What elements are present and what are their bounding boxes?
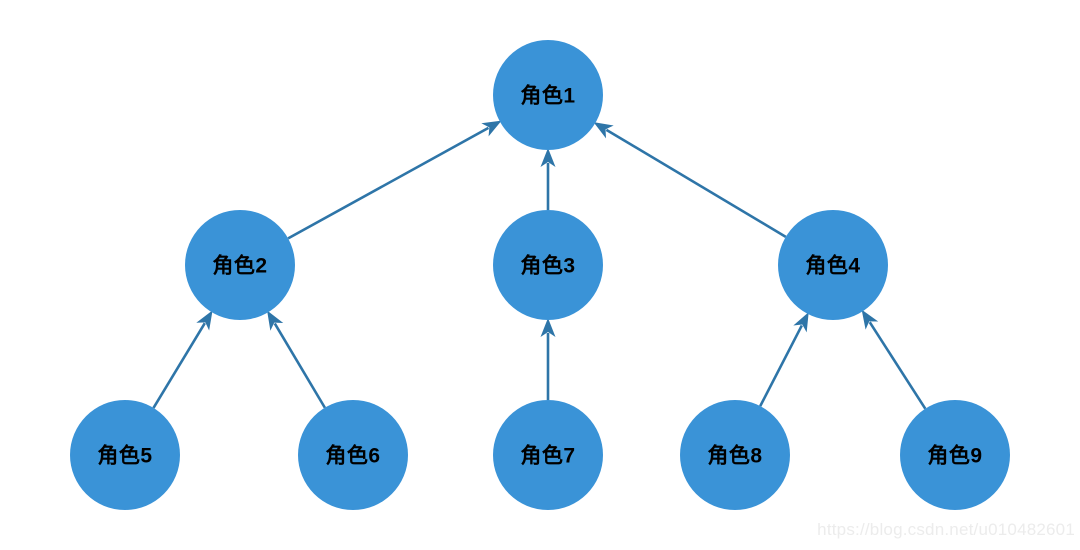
node-circle[interactable] [493, 40, 603, 150]
arrow-head-icon [861, 309, 879, 330]
node-label: 角色8 [707, 444, 762, 468]
node-circle[interactable] [900, 400, 1010, 510]
node-circle[interactable] [70, 400, 180, 510]
node-label: 角色2 [212, 254, 267, 278]
edges-layer [152, 120, 927, 410]
edge-n7-to-n3 [540, 318, 556, 400]
node-label: 角色4 [805, 254, 860, 278]
node-label: 角色9 [927, 444, 982, 468]
node-circle[interactable] [493, 210, 603, 320]
edge-n2-to-n1 [287, 120, 502, 240]
node-circle[interactable] [185, 210, 295, 320]
node-label: 角色6 [325, 444, 380, 468]
node-n9[interactable]: 角色9 [900, 400, 1010, 510]
node-label: 角色7 [520, 444, 575, 468]
edge-n5-to-n2 [152, 310, 213, 409]
watermark-label: https://blog.csdn.net/u010482601 [817, 520, 1075, 539]
edge-n3-to-n1 [540, 148, 556, 210]
node-circle[interactable] [680, 400, 790, 510]
node-n1[interactable]: 角色1 [493, 40, 603, 150]
node-label: 角色5 [97, 444, 152, 468]
edge-n9-to-n4 [861, 309, 927, 410]
arrow-head-icon [267, 310, 284, 331]
edge-n4-to-n1 [593, 122, 787, 238]
arrow-head-icon [540, 318, 556, 337]
arrow-head-icon [481, 120, 502, 137]
node-circle[interactable] [298, 400, 408, 510]
node-circle[interactable] [778, 210, 888, 320]
node-circle[interactable] [493, 400, 603, 510]
node-n3[interactable]: 角色3 [493, 210, 603, 320]
node-n2[interactable]: 角色2 [185, 210, 295, 320]
nodes-layer: 角色1 角色2 角色3 角色4 角色5 角色6 角色7 角色8 角色9 [70, 40, 1010, 510]
arrow-head-icon [196, 310, 213, 331]
arrow-head-icon [793, 312, 809, 333]
arrow-head-icon [593, 122, 614, 139]
node-n4[interactable]: 角色4 [778, 210, 888, 320]
arrow-head-icon [540, 148, 556, 167]
node-n5[interactable]: 角色5 [70, 400, 180, 510]
edge-n6-to-n2 [267, 310, 327, 409]
edge-n8-to-n4 [759, 312, 809, 407]
node-n6[interactable]: 角色6 [298, 400, 408, 510]
node-n8[interactable]: 角色8 [680, 400, 790, 510]
node-n7[interactable]: 角色7 [493, 400, 603, 510]
node-label: 角色1 [520, 84, 575, 108]
node-label: 角色3 [520, 254, 575, 278]
